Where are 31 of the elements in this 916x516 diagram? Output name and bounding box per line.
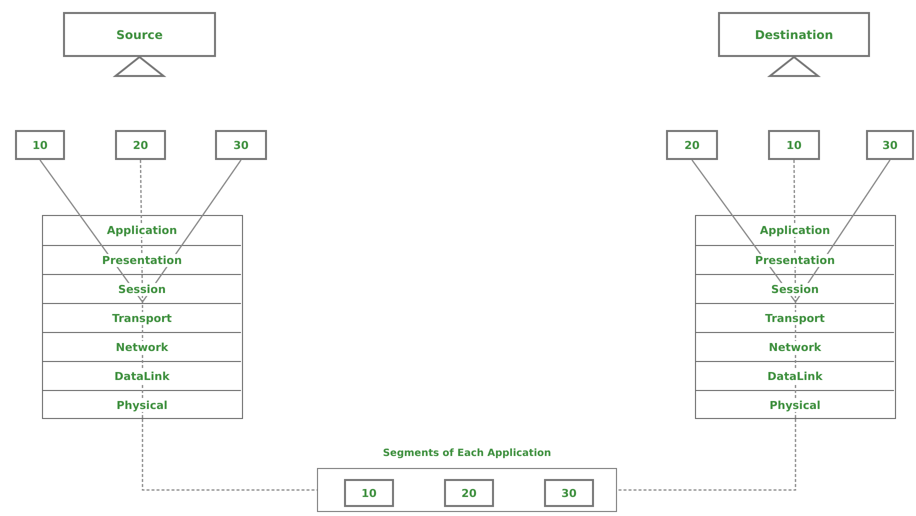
layer-label: Transport (110, 312, 174, 324)
layer-label: Session (769, 282, 821, 296)
segment-box: 10 (344, 479, 394, 507)
segment-box: 30 (544, 479, 594, 507)
segment-box: 20 (666, 130, 718, 160)
layer-label: Transport (763, 312, 827, 324)
layer-label: Session (116, 282, 168, 296)
layer-label: DataLink (112, 370, 172, 382)
connector-line (691, 160, 733, 216)
layer-label: Application (758, 224, 832, 237)
layer-label: DataLink (765, 370, 825, 382)
connector-line (142, 419, 317, 491)
segment-box: 10 (768, 130, 820, 160)
segment-box: 30 (866, 130, 914, 160)
layer-stack (42, 215, 243, 419)
layer-label: Presentation (100, 254, 184, 266)
connector-line (617, 419, 796, 491)
connector-line (140, 160, 142, 215)
layer-label: Network (766, 340, 824, 354)
segment-box: 10 (15, 130, 65, 160)
layer-label: Presentation (753, 254, 837, 266)
connector-line (39, 160, 80, 216)
segment-box: 20 (115, 130, 166, 160)
segment-box: 30 (215, 130, 267, 160)
connector-line (202, 160, 242, 216)
connector-line (852, 160, 891, 216)
connector-line (793, 160, 796, 215)
layer-stack (695, 215, 896, 419)
layer-label: Network (114, 340, 170, 354)
segment-box: 20 (444, 479, 494, 507)
layer-label: Application (104, 224, 180, 237)
